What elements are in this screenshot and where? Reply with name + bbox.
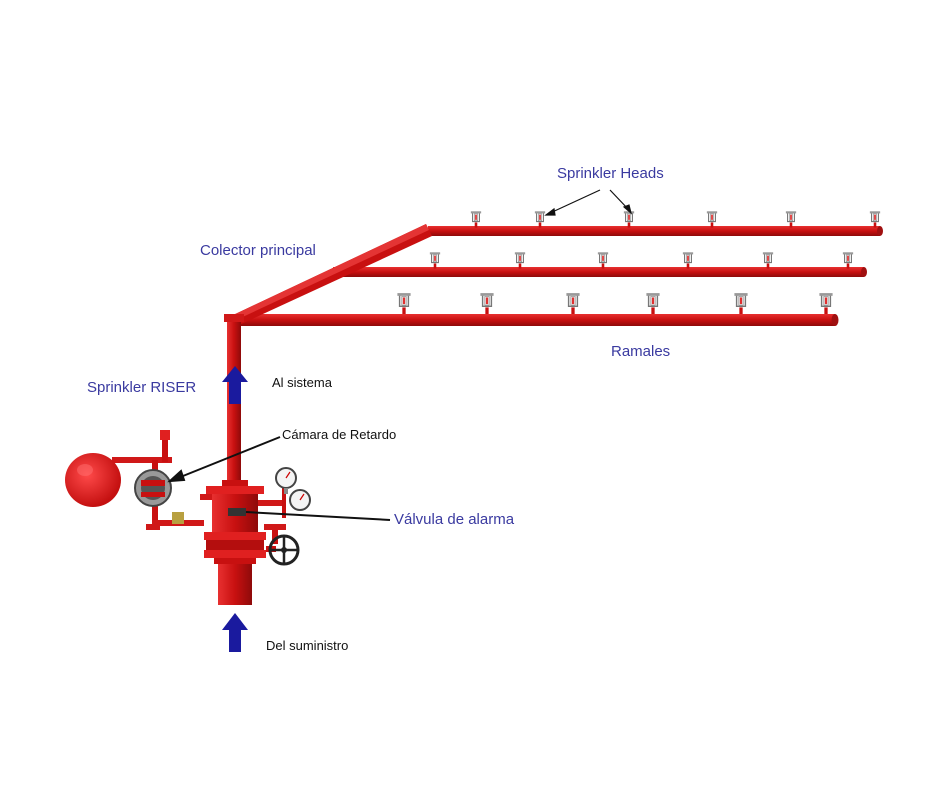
- branch-pipes: [229, 226, 883, 326]
- label-del-suministro: Del suministro: [266, 638, 348, 653]
- alarm-valve-assembly: [200, 480, 286, 564]
- sprinkler-head: [429, 251, 441, 269]
- sprinkler-head: [842, 251, 854, 269]
- sprinkler-head: [623, 210, 635, 228]
- retard-chamber-pointer: [167, 436, 281, 483]
- valve-handwheel: [266, 534, 300, 566]
- sprinkler-head: [682, 251, 694, 269]
- sprinkler-head: [818, 292, 834, 314]
- label-camara-de-retardo: Cámara de Retardo: [282, 427, 396, 442]
- sprinkler-head: [479, 292, 495, 314]
- sprinkler-head: [733, 292, 749, 314]
- sprinkler-head: [869, 210, 881, 228]
- label-sprinkler-riser: Sprinkler RISER: [87, 379, 196, 396]
- sprinkler-head: [534, 210, 546, 228]
- sprinkler-head: [645, 292, 661, 314]
- sprinkler-head: [565, 292, 581, 314]
- supply-pipe: [218, 560, 252, 605]
- retard-chamber: [134, 469, 172, 507]
- sprinkler-head: [597, 251, 609, 269]
- main-collector-pipe: [231, 224, 432, 326]
- label-ramales: Ramales: [611, 343, 670, 360]
- flow-arrow-up-supply: [222, 613, 248, 652]
- label-valvula-de-alarma: Válvula de alarma: [394, 511, 515, 528]
- label-sprinkler-heads: Sprinkler Heads: [557, 165, 664, 182]
- label-colector-principal: Colector principal: [200, 242, 316, 259]
- branch-pipe-middle: [333, 267, 864, 277]
- sprinkler-heads-pointers: [544, 189, 633, 216]
- sprinkler-head: [470, 210, 482, 228]
- pressure-gauge-lower: [289, 489, 311, 511]
- sprinkler-head: [396, 292, 412, 314]
- sprinkler-head: [762, 251, 774, 269]
- sprinkler-head: [514, 251, 526, 269]
- alarm-bell: [65, 453, 121, 507]
- sprinkler-head: [785, 210, 797, 228]
- flow-arrow-up-system: [222, 366, 248, 404]
- branch-pipe-bottom: [229, 314, 835, 326]
- label-al-sistema: Al sistema: [272, 375, 333, 390]
- sprinkler-head: [706, 210, 718, 228]
- branch-pipe-top: [428, 226, 880, 236]
- alarm-valve-pointer: [245, 511, 391, 521]
- pressure-gauge-upper: [275, 467, 297, 494]
